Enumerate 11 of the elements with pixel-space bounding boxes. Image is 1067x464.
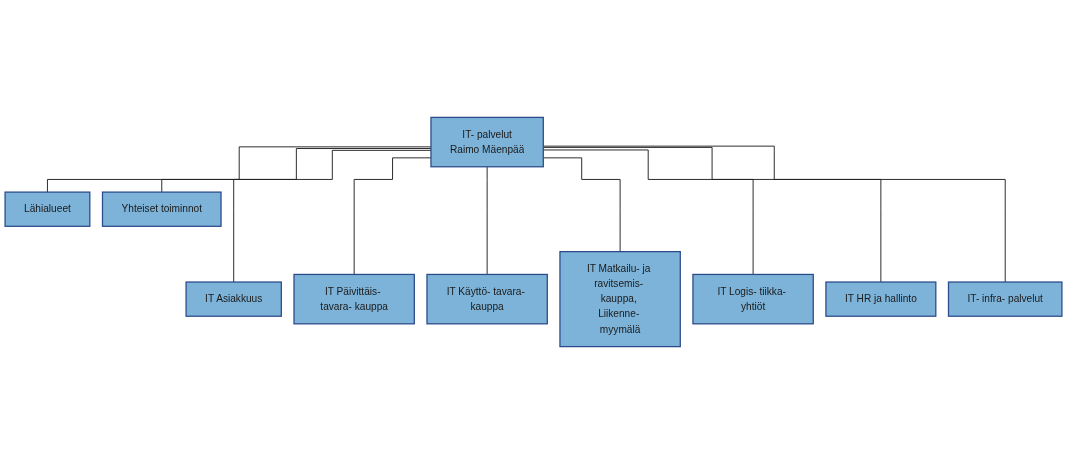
node-box: Yhteiset toiminnot [101, 191, 222, 227]
connector [486, 166, 488, 275]
node-box: IT HR ja hallinto [825, 281, 937, 317]
node-box: IT- palvelut Raimo Mäenpää [430, 116, 544, 168]
node-box: IT Päivittäis- tavara- kauppa [293, 273, 415, 325]
node-box: Lähialueet [4, 191, 91, 227]
node-box: IT Logis- tiikka- yhtiöt [692, 273, 814, 325]
node-box: IT Matkailu- ja ravitsemis- kauppa, Liikenne- myymälä [559, 251, 681, 348]
node-box: IT Käyttö- tavara- kauppa [426, 273, 548, 325]
node-box: IT- infra- palvelut [947, 281, 1063, 317]
node-box: IT Asiakkuus [185, 281, 282, 317]
